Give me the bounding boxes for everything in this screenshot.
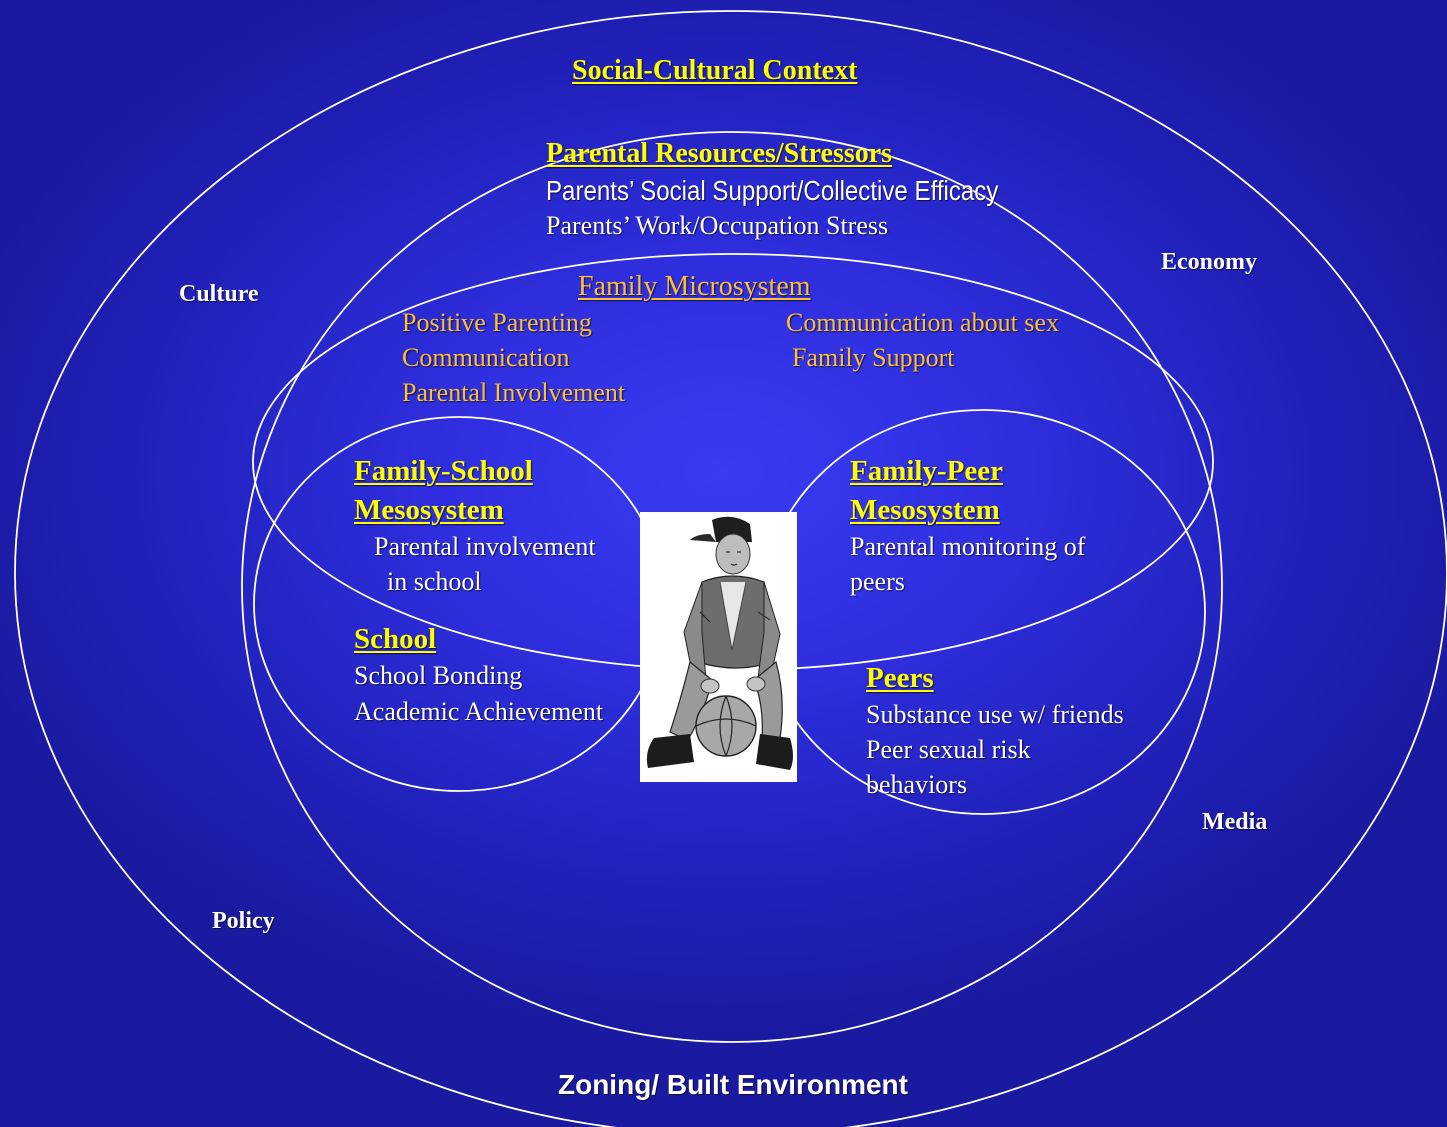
family-microsystem-item: Communication bbox=[402, 343, 570, 372]
family-microsystem-item: Communication about sex bbox=[786, 308, 1059, 337]
teen-figure-image bbox=[640, 512, 797, 782]
policy-label: Policy bbox=[212, 908, 275, 934]
family-microsystem-item: Parental Involvement bbox=[402, 378, 626, 407]
family-peer-title-line2: Mesosystem bbox=[850, 494, 1000, 526]
peers-item: Peer sexual risk bbox=[866, 735, 1031, 764]
economy-label: Economy bbox=[1161, 249, 1257, 275]
social-cultural-ellipse bbox=[14, 10, 1447, 1127]
family-school-item: Parental involvement bbox=[374, 532, 596, 561]
culture-label: Culture bbox=[179, 281, 259, 307]
family-school-title-line1: Family-School bbox=[354, 455, 533, 487]
parental-resources-ellipse bbox=[241, 131, 1223, 1043]
school-item: School Bonding bbox=[354, 661, 523, 690]
parental-resources-title: Parental Resources/Stressors bbox=[546, 138, 893, 169]
parental-resources-item: Parents’ Social Support/Collective Effic… bbox=[546, 175, 999, 206]
peers-title: Peers bbox=[866, 662, 934, 694]
family-microsystem-title: Family Microsystem bbox=[578, 271, 811, 302]
social-cultural-title: Social-Cultural Context bbox=[572, 55, 858, 86]
peers-item: Substance use w/ friends bbox=[866, 700, 1124, 729]
parental-resources-item: Parents’ Work/Occupation Stress bbox=[546, 211, 889, 240]
family-school-item: in school bbox=[387, 567, 482, 596]
school-item: Academic Achievement bbox=[354, 697, 604, 726]
family-peer-title-line1: Family-Peer bbox=[850, 455, 1003, 487]
family-peer-item: Parental monitoring of bbox=[850, 532, 1086, 561]
family-peer-item: peers bbox=[850, 567, 905, 596]
zoning-label: Zoning/ Built Environment bbox=[558, 1069, 908, 1100]
family-microsystem-item: Positive Parenting bbox=[402, 308, 592, 337]
family-school-title-line2: Mesosystem bbox=[354, 494, 504, 526]
teen-with-basketball-icon bbox=[646, 516, 793, 770]
school-title: School bbox=[354, 623, 437, 655]
family-microsystem-item: Family Support bbox=[792, 343, 955, 372]
peers-item: behaviors bbox=[866, 770, 968, 799]
media-label: Media bbox=[1202, 809, 1268, 835]
